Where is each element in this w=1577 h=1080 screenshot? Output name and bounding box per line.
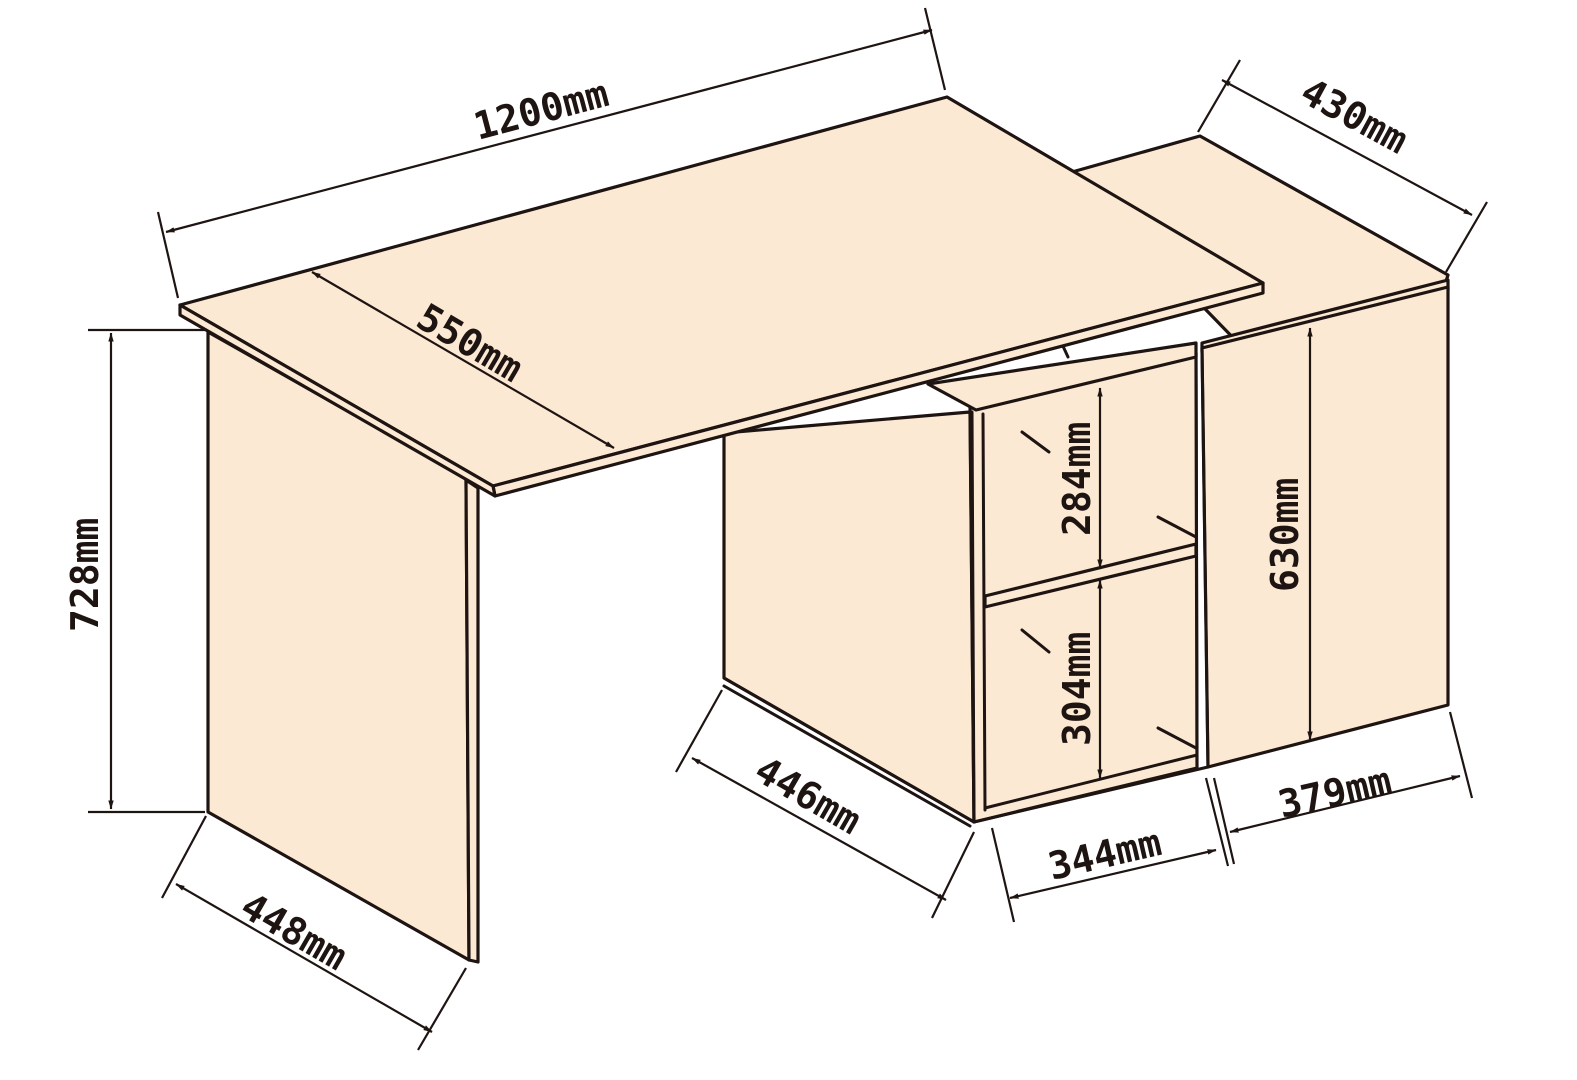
ext-344-right: [1204, 777, 1230, 867]
label-height: 728mm: [63, 518, 107, 632]
ext-1200-left: [156, 211, 180, 299]
dim-line-379: [1229, 774, 1461, 834]
shelf-unit-bottom: [983, 753, 1199, 810]
left-leg-front-edge: [464, 478, 480, 964]
ext-446-right: [931, 831, 975, 919]
ext-448-left: [161, 815, 207, 899]
middle-shelf: [983, 542, 1198, 609]
label-cabinet-side-depth: 446mm: [748, 748, 869, 843]
label-shelf-width: 344mm: [1044, 820, 1165, 889]
label-upper-shelf: 284mm: [1055, 422, 1099, 536]
ext-446-left: [675, 689, 723, 773]
dim-line-550: [311, 271, 615, 449]
right-cabinet-front: [1200, 285, 1450, 769]
right-cabinet-divider: [1200, 346, 1210, 769]
dim-line-344: [1009, 848, 1217, 900]
ext-430-top: [1197, 59, 1241, 133]
dim-line-448: [175, 883, 433, 1033]
label-side-depth: 430mm: [1294, 69, 1416, 162]
label-cabinet-height: 630mm: [1263, 478, 1307, 592]
label-cabinet-width: 379mm: [1274, 758, 1395, 827]
ext-448-right: [417, 967, 467, 1051]
shelf-unit-inner-side: [981, 412, 987, 812]
cabinet-front-bottom: [972, 765, 1210, 824]
ext-344-right-2: [1212, 777, 1236, 865]
dim-line-446: [691, 757, 947, 901]
shelf-gap-mark-3: [1020, 628, 1051, 654]
label-lower-shelf: 304mm: [1055, 632, 1099, 746]
dim-line-430: [1221, 79, 1473, 216]
label-total-width: 1200mm: [469, 71, 613, 149]
dim-line-1200: [165, 28, 933, 234]
shelf-gap-mark-4: [1156, 726, 1198, 750]
shelf-unit-top: [926, 341, 1198, 412]
shelf-gap-mark-2: [1156, 515, 1198, 539]
ext-430-bottom: [1445, 201, 1488, 273]
shelf-gap-mark-1: [1020, 430, 1051, 454]
ext-1200-right: [923, 7, 947, 91]
label-leg-depth: 448mm: [234, 884, 355, 979]
ext-344-left: [990, 827, 1016, 923]
shelf-unit-inner-side-2: [970, 410, 976, 824]
ext-379-right: [1448, 711, 1474, 799]
